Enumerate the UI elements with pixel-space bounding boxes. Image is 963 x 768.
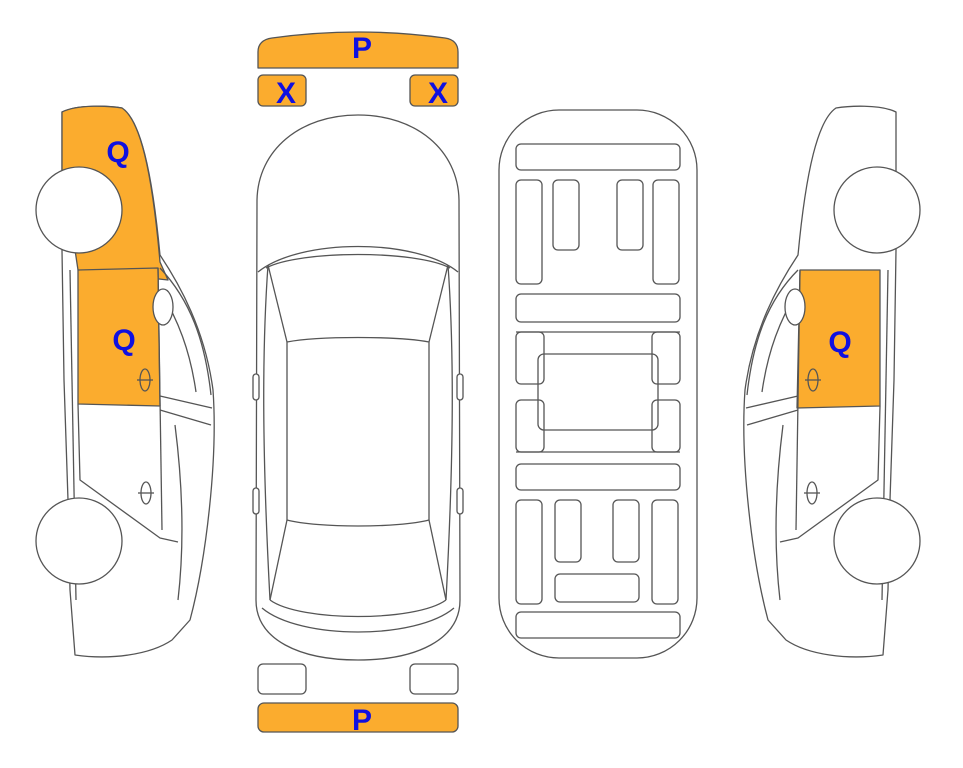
left-taillight[interactable]: [257, 663, 307, 695]
right-rear-door-handle[interactable]: [804, 481, 820, 505]
right-side-view: [743, 105, 921, 658]
top-trunk-curve: [261, 607, 455, 633]
left-side-view: [35, 105, 215, 658]
rear-bumper-damage[interactable]: [257, 702, 459, 733]
underbody-rear-crossmember[interactable]: [515, 611, 681, 639]
headlight-left-label: X: [276, 77, 296, 110]
left-front-door-label: Q: [112, 324, 135, 357]
left-rear-pillar: [174, 424, 183, 601]
top-left-c-pillar: [269, 519, 288, 601]
top-left-a-pillar: [267, 264, 288, 343]
right-taillight[interactable]: [409, 663, 459, 695]
underbody-front-bar[interactable]: [515, 293, 681, 323]
right-rear-pillar: [775, 424, 784, 601]
right-window-line: [746, 269, 799, 396]
underbody-front-left-inner[interactable]: [552, 179, 580, 251]
top-right-c-pillar: [428, 519, 447, 601]
top-right-side-line: [445, 264, 453, 601]
right-belt-line-2: [746, 409, 799, 426]
left-belt-line-2: [159, 409, 212, 426]
right-front-wheel[interactable]: [833, 166, 921, 254]
top-left-mirror-front[interactable]: [252, 373, 260, 401]
underbody-front-right-inner[interactable]: [616, 179, 644, 251]
top-rear-window: [269, 599, 447, 618]
left-front-wheel[interactable]: [35, 166, 123, 254]
top-left-mirror-rear[interactable]: [252, 487, 260, 515]
top-left-side-line: [263, 264, 271, 601]
underbody-floor-frame: [516, 331, 680, 453]
headlight-right-label: X: [428, 77, 448, 110]
left-rear-door-seam: [77, 403, 179, 543]
left-window-line: [159, 267, 212, 396]
front-bumper-damage[interactable]: [257, 31, 459, 69]
underbody-front-crossmember[interactable]: [515, 143, 681, 171]
underbody-rear-left-rail[interactable]: [515, 499, 543, 605]
top-view: [252, 31, 464, 733]
right-belt-line: [745, 395, 799, 409]
right-front-door-handle[interactable]: [805, 368, 821, 392]
left-front-door-handle[interactable]: [137, 368, 153, 392]
right-front-door-label: Q: [828, 326, 851, 359]
underbody-rear-right-rail[interactable]: [651, 499, 679, 605]
underbody-view: [498, 109, 698, 659]
front-bumper-label: P: [352, 32, 372, 65]
underbody-rear-bar[interactable]: [515, 463, 681, 491]
left-rear-door-handle[interactable]: [138, 481, 154, 505]
underbody-rear-right-inner[interactable]: [612, 499, 640, 563]
top-right-mirror-front[interactable]: [456, 373, 464, 401]
underbody-rear-center[interactable]: [554, 573, 640, 603]
rear-bumper-label: P: [352, 704, 372, 737]
left-rear-wheel[interactable]: [35, 497, 123, 585]
right-headlight-damage[interactable]: [409, 74, 459, 107]
left-fender-label: Q: [106, 136, 129, 169]
top-hood-curve: [265, 253, 451, 269]
top-right-mirror-rear[interactable]: [456, 487, 464, 515]
right-rear-wheel[interactable]: [833, 497, 921, 585]
right-mirror[interactable]: [784, 288, 806, 326]
underbody-rear-left-inner[interactable]: [554, 499, 582, 563]
underbody-center-pan[interactable]: [537, 353, 659, 431]
left-headlight-damage[interactable]: [257, 74, 307, 107]
top-right-a-pillar: [428, 264, 449, 343]
underbody-outline[interactable]: [498, 109, 698, 659]
left-belt-line: [159, 395, 213, 409]
underbody-front-right-rail[interactable]: [652, 179, 680, 285]
left-mirror[interactable]: [152, 288, 174, 326]
top-windshield-curve: [257, 245, 459, 273]
right-rear-door-seam: [779, 405, 881, 543]
underbody-front-left-rail[interactable]: [515, 179, 543, 285]
